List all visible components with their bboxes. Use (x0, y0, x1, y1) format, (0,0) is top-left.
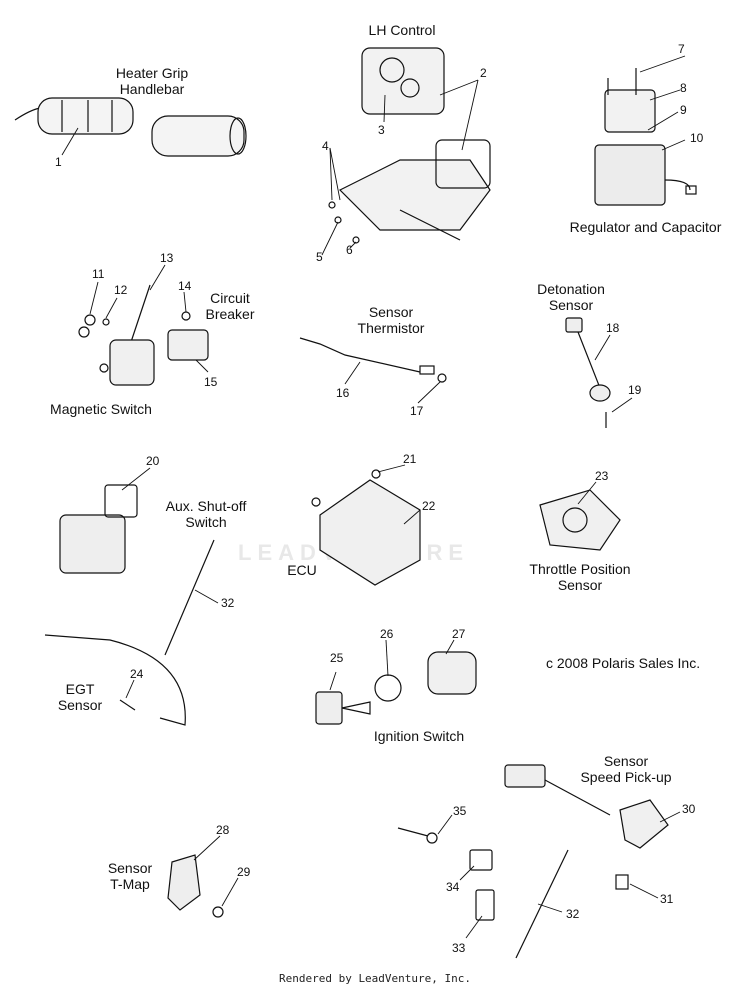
heater-grip-part (14, 97, 247, 157)
callout-19: 19 (628, 383, 642, 397)
callout-32a: 32 (221, 596, 235, 610)
callout-22: 22 (422, 499, 436, 513)
lh-control-part (328, 47, 491, 244)
callout-2: 2 (480, 66, 487, 80)
lh-control-label: LH Control (368, 22, 436, 38)
callout-23: 23 (595, 469, 609, 483)
callout-33: 33 (452, 941, 466, 955)
ecu-label: ECU (287, 562, 317, 578)
callout-5: 5 (316, 250, 323, 264)
callout-16: 16 (336, 386, 350, 400)
magnetic-switch-part (78, 284, 209, 386)
callout-10: 10 (690, 131, 704, 145)
callout-9: 9 (680, 103, 687, 117)
aux-shutoff-part (44, 484, 215, 726)
callout-11: 11 (92, 267, 105, 281)
callout-35: 35 (453, 804, 467, 818)
callout-18: 18 (606, 321, 620, 335)
callout-17: 17 (410, 404, 424, 418)
regulator-part (594, 68, 697, 206)
callout-32b: 32 (566, 907, 580, 921)
callout-13: 13 (160, 251, 174, 265)
callout-1: 1 (55, 155, 62, 169)
callout-6: 6 (346, 243, 353, 257)
tps-part (539, 489, 621, 551)
copyright: c 2008 Polaris Sales Inc. (546, 655, 701, 671)
callout-14: 14 (178, 279, 192, 293)
callout-28: 28 (216, 823, 230, 837)
callout-31: 31 (660, 892, 674, 906)
callout-25: 25 (330, 651, 344, 665)
tmap-part (167, 854, 224, 918)
callout-30: 30 (682, 802, 696, 816)
callout-12: 12 (114, 283, 128, 297)
callout-20: 20 (146, 454, 160, 468)
callout-8: 8 (680, 81, 687, 95)
callout-26: 26 (380, 627, 394, 641)
callout-21: 21 (403, 452, 417, 466)
regulator-label: Regulator and Capacitor (569, 219, 722, 235)
callout-24: 24 (130, 667, 144, 681)
callout-15: 15 (204, 375, 218, 389)
leader-lines (61, 55, 686, 939)
speed-pickup-part (504, 764, 669, 959)
callout-4: 4 (322, 139, 329, 153)
callout-34: 34 (446, 880, 460, 894)
callout-7: 7 (678, 42, 685, 56)
magnetic-switch-label: Magnetic Switch (50, 401, 152, 417)
callout-29: 29 (237, 865, 251, 879)
ecu-part (311, 469, 421, 586)
callout-27: 27 (452, 627, 466, 641)
ignition-switch-part (315, 651, 477, 725)
callout-3: 3 (378, 123, 385, 137)
clips-part (397, 827, 495, 921)
thermistor-part (299, 337, 447, 383)
ignition-switch-label: Ignition Switch (373, 728, 465, 744)
footer-credit: Rendered by LeadVenture, Inc. (278, 972, 472, 985)
detonation-sensor-part (565, 317, 611, 428)
